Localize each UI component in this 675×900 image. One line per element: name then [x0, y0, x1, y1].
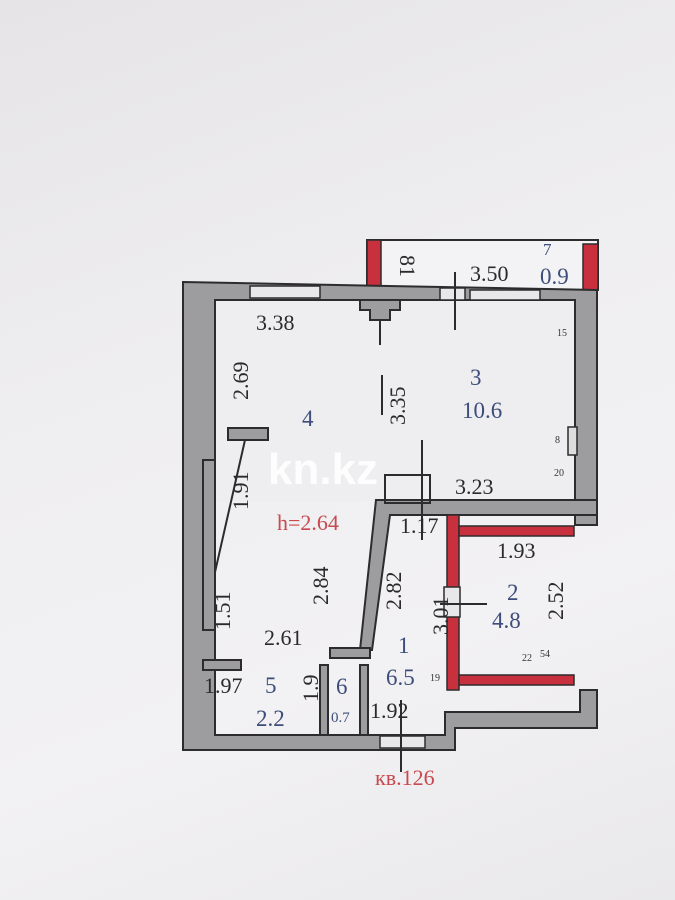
room-1-area: 6.5	[386, 665, 415, 690]
dim-room2-right: 2.52	[543, 582, 568, 621]
dim-room5-width: 1.97	[204, 673, 243, 698]
room-3-4-floor	[216, 301, 574, 501]
dim-hall-left-upper: 1.91	[228, 472, 253, 511]
mark: 19	[430, 673, 440, 684]
dim-room3-bottom: 3.23	[455, 474, 494, 499]
mark: 22	[522, 653, 532, 664]
outer-wall	[182, 280, 598, 751]
dim-hall-right: 2.84	[308, 567, 333, 606]
wc-wall	[359, 664, 369, 736]
dim-room3-left: 3.35	[385, 387, 410, 426]
room-4-number: 4	[302, 406, 314, 431]
apartment-label: кв.126	[375, 765, 435, 790]
room-5-area: 2.2	[256, 706, 285, 731]
room-2-wall-top	[458, 525, 575, 537]
watermark: kn.kz	[268, 445, 378, 494]
dim-hall-bottom: 2.61	[264, 625, 303, 650]
dim-corridor-left: 2.82	[381, 572, 406, 611]
mark: 15	[557, 328, 567, 339]
room-5-number: 5	[265, 673, 277, 698]
room-2-wall-bottom	[458, 674, 575, 686]
dim-room4-left: 2.69	[228, 362, 253, 401]
mark: 54	[540, 649, 550, 660]
room-3-area: 10.6	[462, 398, 502, 423]
column	[359, 299, 401, 321]
entrance-door	[379, 735, 426, 749]
hall-partition	[329, 647, 371, 659]
room-2-area: 4.8	[492, 608, 521, 633]
dim-room5-side: 1.9	[298, 675, 323, 703]
balcony-door	[439, 287, 466, 301]
dim-balcony-length: 3.50	[470, 261, 509, 286]
balcony-wall-right	[582, 243, 599, 291]
dim-balcony-depth: 81	[395, 255, 420, 277]
window	[249, 285, 321, 299]
dim-entrance-width: 1.92	[370, 698, 409, 723]
mark: 20	[554, 468, 564, 479]
mark: 8	[555, 435, 560, 446]
dim-room4-top: 3.38	[256, 310, 295, 335]
room-6-number: 6	[336, 674, 348, 699]
balcony-wall-left	[366, 239, 382, 291]
room-1-number: 1	[398, 633, 410, 658]
bath-partition	[202, 659, 242, 671]
dim-corridor-right: 3.01	[428, 597, 453, 636]
room-3-number: 3	[470, 365, 482, 390]
room-7-number: 7	[543, 240, 552, 259]
room-6-area: 0.7	[331, 710, 350, 726]
ceiling-height-label: h=2.64	[277, 510, 339, 535]
room-7-area: 0.9	[540, 264, 569, 289]
window	[469, 289, 541, 301]
room-2-number: 2	[507, 580, 519, 605]
dim-room2-top: 1.93	[497, 538, 536, 563]
dim-hall-left-lower: 1.51	[210, 592, 235, 631]
room-2-door	[443, 586, 461, 618]
wc-wall	[319, 664, 329, 736]
dim-corridor-width: 1.17	[400, 513, 439, 538]
entry-wall	[202, 459, 216, 631]
